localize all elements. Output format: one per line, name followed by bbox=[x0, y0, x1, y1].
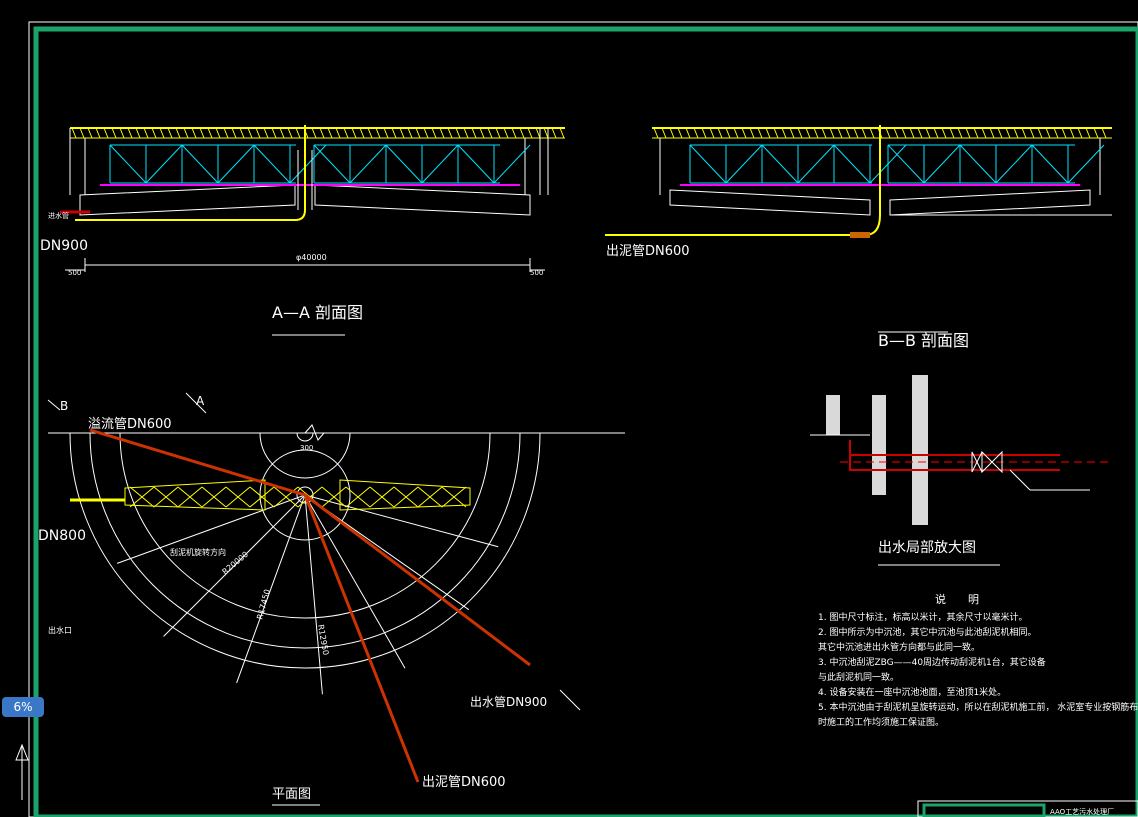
sludge-pipe-dn600-top: 出泥管DN600 bbox=[606, 244, 690, 259]
inlet-dn900-label: DN900 bbox=[40, 238, 88, 254]
outer-border bbox=[28, 21, 1138, 817]
note-line: 2. 图中所示为中沉池，其它中沉池与此池刮泥机相同。 bbox=[818, 626, 1036, 638]
zoom-level-badge[interactable]: 6% bbox=[2, 697, 44, 717]
note-line: 其它中沉池进出水管方向都与此同一致。 bbox=[818, 641, 980, 653]
dim-500-right: 500 bbox=[530, 269, 543, 277]
outlet-detail-drawing bbox=[810, 375, 1110, 566]
ucs-axis-icon bbox=[15, 743, 29, 800]
section-aa-title: A—A 剖面图 bbox=[272, 303, 363, 322]
dim-500-left: 500 bbox=[68, 269, 81, 277]
sludge-pipe-dn600-bottom: 出泥管DN600 bbox=[422, 775, 506, 790]
dim-300: 300 bbox=[300, 444, 313, 452]
notes-title: 说 明 bbox=[935, 592, 979, 606]
outlet-dn900-label: 出水管DN900 bbox=[470, 694, 547, 709]
note-line: 4. 设备安装在一座中沉池池面，至池顶1米处。 bbox=[818, 686, 1006, 698]
section-mark-a: A bbox=[196, 394, 205, 408]
outlet-detail-title: 出水局部放大图 bbox=[878, 540, 976, 556]
title-block-text: AAO工艺污水处理厂 bbox=[1050, 807, 1114, 816]
plan-view-drawing bbox=[47, 392, 625, 783]
note-line: 5. 本中沉池由于刮泥机呈旋转运动，所以在刮泥机施工前， 水泥室专业按钢筋布置方… bbox=[818, 701, 1138, 713]
note-line: 3. 中沉池刮泥ZBG——40周边传动刮泥机1台，其它设备 bbox=[818, 656, 1046, 668]
drawing-frame bbox=[33, 26, 1138, 817]
notes-list: 1. 图中尺寸标注，标高以米计，其余尺寸以毫米计。 2. 图中所示为中沉池，其它中… bbox=[818, 611, 1138, 728]
note-line: 1. 图中尺寸标注，标高以米计，其余尺寸以毫米计。 bbox=[818, 611, 1027, 623]
outlet-port-label: 出水口 bbox=[48, 625, 72, 635]
inlet-pipe-label: 进水管 bbox=[48, 211, 69, 220]
note-line: 时施工的工作均须施工保证图。 bbox=[818, 716, 944, 728]
rotation-direction-label: 刮泥机旋转方向 bbox=[170, 547, 226, 557]
overflow-dn600-label: 溢流管DN600 bbox=[88, 417, 172, 432]
note-line: 与此刮泥机同一致。 bbox=[818, 671, 899, 683]
title-block bbox=[917, 800, 1138, 817]
section-mark-b: B bbox=[60, 399, 68, 413]
section-bb-drawing bbox=[605, 125, 1112, 333]
plan-view-title: 平面图 bbox=[272, 787, 311, 802]
section-bb-title: B—B 剖面图 bbox=[878, 331, 969, 350]
inlet-dn800-label: DN800 bbox=[38, 528, 86, 544]
dim-r17450: R17450 bbox=[255, 588, 272, 620]
dim-40000: φ40000 bbox=[296, 253, 327, 262]
section-aa-drawing bbox=[60, 125, 565, 336]
